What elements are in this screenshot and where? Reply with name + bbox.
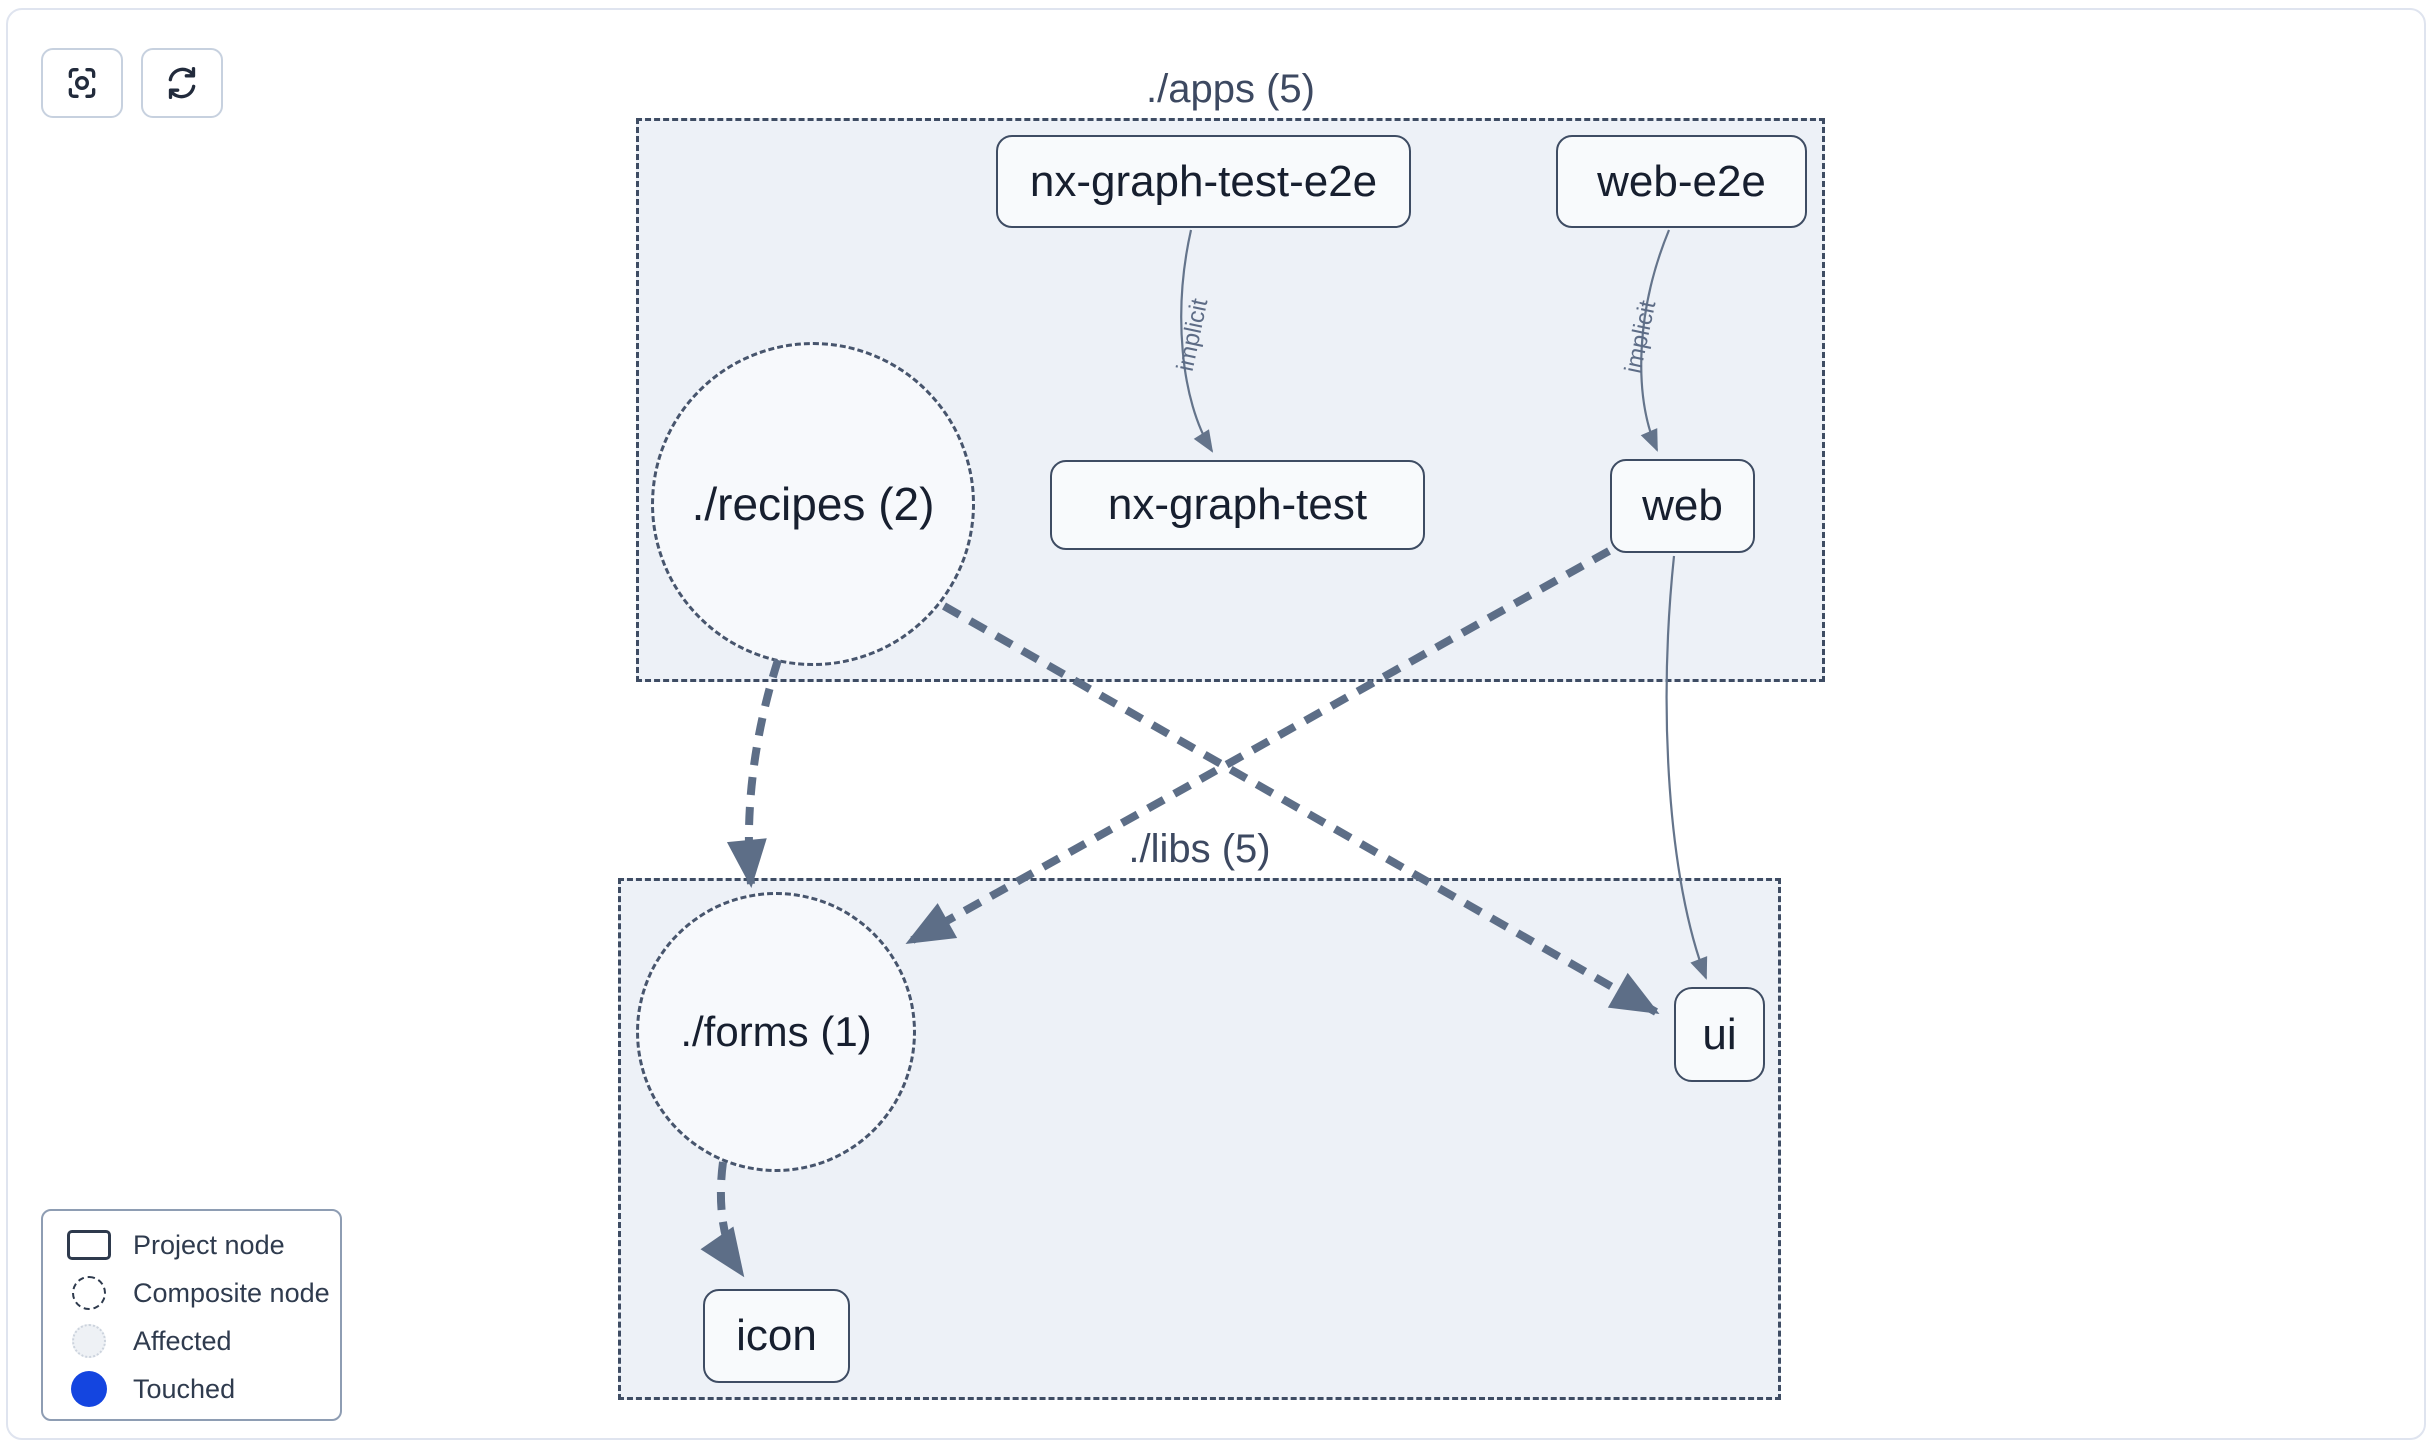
legend-item-touched: Touched [43, 1365, 340, 1413]
legend-label: Project node [133, 1229, 285, 1260]
legend-item-project-node: Project node [43, 1221, 340, 1269]
composite-node-recipes[interactable]: ./recipes (2) [651, 342, 975, 666]
node-web[interactable]: web [1610, 459, 1755, 553]
composite-node-swatch-icon [67, 1276, 111, 1310]
group-libs-title: ./libs (5) [1128, 827, 1271, 871]
refresh-icon [168, 67, 196, 100]
focus-button[interactable] [41, 48, 123, 118]
node-icon[interactable]: icon [703, 1289, 850, 1383]
legend-label: Touched [133, 1373, 236, 1404]
legend-label: Composite node [133, 1277, 330, 1308]
node-web-e2e[interactable]: web-e2e [1556, 135, 1807, 228]
affected-swatch-icon [67, 1324, 111, 1358]
legend-label: Affected [133, 1325, 232, 1356]
graph-canvas[interactable]: ./apps (5) ./libs (5) nx-graph-test-e2e … [6, 8, 2426, 1440]
refresh-button[interactable] [141, 48, 223, 118]
legend-item-composite-node: Composite node [43, 1269, 340, 1317]
node-ui[interactable]: ui [1674, 987, 1765, 1082]
project-node-swatch-icon [67, 1230, 111, 1260]
node-nx-graph-test[interactable]: nx-graph-test [1050, 460, 1425, 550]
group-apps-title: ./apps (5) [1146, 67, 1315, 111]
composite-node-forms[interactable]: ./forms (1) [636, 892, 916, 1172]
touched-swatch-icon [67, 1371, 111, 1407]
focus-icon [68, 68, 96, 99]
node-nx-graph-test-e2e[interactable]: nx-graph-test-e2e [996, 135, 1411, 228]
legend-item-affected: Affected [43, 1317, 340, 1365]
legend: Project node Composite node Affected Tou… [41, 1209, 342, 1421]
